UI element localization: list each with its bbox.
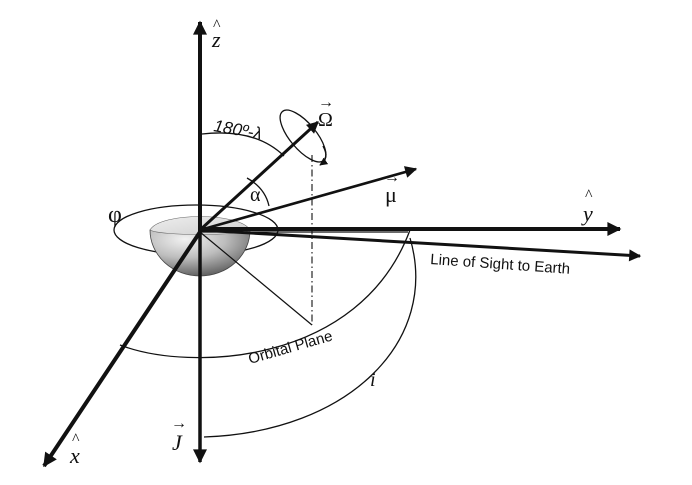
omega-label: Ω [318,109,333,131]
inclination-label: i [370,369,376,391]
omega-vec-arrow: → [318,94,334,111]
omega-vector [198,120,320,232]
alpha-label: α [250,184,261,206]
y-hat: ^ [585,187,593,204]
line-of-sight-vector [199,228,642,262]
mu-vector [199,166,418,232]
j-axis-label: J [172,430,183,455]
orbital-plane-label: Orbital Plane [246,328,334,368]
j-vec: → [171,415,187,432]
mu-label: μ [385,182,397,207]
lambda-label: 180º-λ [212,116,263,143]
projection-line-1 [199,231,313,326]
mu-vec-arrow: → [384,169,400,186]
phi-label: φ [108,202,122,228]
x-hat: ^ [72,431,80,448]
line-of-sight-label: Line of Sight to Earth [430,251,571,278]
z-axis-label: z [211,27,221,52]
x-axis-label: x [69,443,80,468]
rotation-arrow [319,145,329,166]
orbital-plane-arc [119,229,411,359]
x-axis [42,230,202,468]
y-axis-label: y [581,201,593,226]
lambda-arc [201,132,285,157]
z-hat: ^ [213,17,221,34]
alpha-arc [246,177,270,207]
inclination-arc [203,237,417,438]
